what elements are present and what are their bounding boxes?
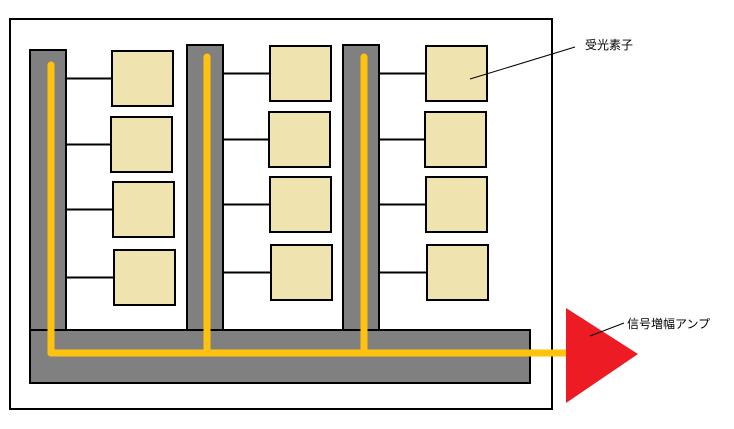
photodetector-cell-c2-r4 [270,244,333,301]
photodetector-cell-c3-r4 [426,244,489,301]
photodetector-cell-c1-r4 [113,249,176,306]
photodetector-cell-c3-r1 [425,45,488,102]
photodetector-cell-c2-r1 [269,45,332,102]
amplifier-label: 信号増幅アンプ [627,317,711,331]
photodetector-cell-c2-r3 [269,176,332,233]
photodetector-cell-c1-r1 [111,50,174,107]
signal-lines [47,53,576,357]
photodetector-cell-c1-r3 [112,181,175,238]
photodetector-leader-line [469,46,576,80]
photodetector-cell-c3-r3 [425,176,488,233]
amplifier-leader-line [589,322,625,337]
photodetector-array [110,45,489,306]
photodetector-cell-c1-r2 [110,116,173,173]
photodetector-cell-c3-r2 [424,111,487,168]
amplifier-triangle [566,308,638,403]
connector-wires [66,72,427,279]
photodetector-label: 受光素子 [585,38,634,52]
photodetector-cell-c2-r2 [268,111,331,168]
